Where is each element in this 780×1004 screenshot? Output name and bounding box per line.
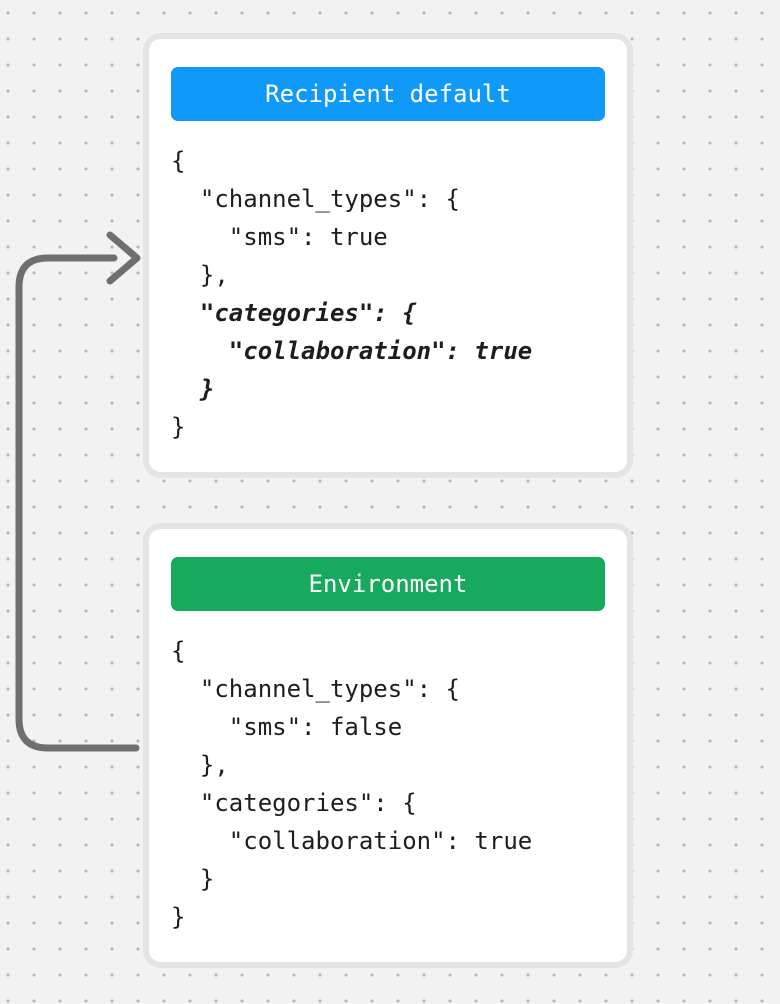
- arrow-head: [106, 231, 141, 285]
- code-line: "channel_types": {: [171, 675, 460, 703]
- code-line: }: [171, 375, 215, 403]
- arrow-shaft: [15, 254, 140, 752]
- card-title-badge-environment: Environment: [171, 557, 605, 611]
- card-title: Recipient default: [265, 80, 511, 108]
- code-line: "channel_types": {: [171, 185, 460, 213]
- code-line: "collaboration": true: [171, 337, 533, 365]
- code-line: {: [171, 147, 186, 175]
- code-block-environment: { "channel_types": { "sms": false }, "ca…: [171, 632, 605, 936]
- code-line: "collaboration": true: [171, 827, 533, 855]
- card-recipient-default: Recipient default { "channel_types": { "…: [143, 33, 633, 478]
- code-line: "categories": {: [171, 299, 417, 327]
- code-line: }: [171, 413, 186, 441]
- code-line: },: [171, 261, 229, 289]
- merge-flow-arrow: [15, 231, 141, 752]
- card-title: Environment: [308, 570, 468, 598]
- code-line: }: [171, 865, 215, 893]
- card-environment: Environment { "channel_types": { "sms": …: [143, 523, 633, 968]
- code-line: "sms": true: [171, 223, 388, 251]
- code-line: }: [171, 903, 186, 931]
- code-line: "categories": {: [171, 789, 417, 817]
- code-line: {: [171, 637, 186, 665]
- card-title-badge-recipient-default: Recipient default: [171, 67, 605, 121]
- code-line: },: [171, 751, 229, 779]
- code-line: "sms": false: [171, 713, 403, 741]
- code-block-recipient-default: { "channel_types": { "sms": true }, "cat…: [171, 142, 605, 446]
